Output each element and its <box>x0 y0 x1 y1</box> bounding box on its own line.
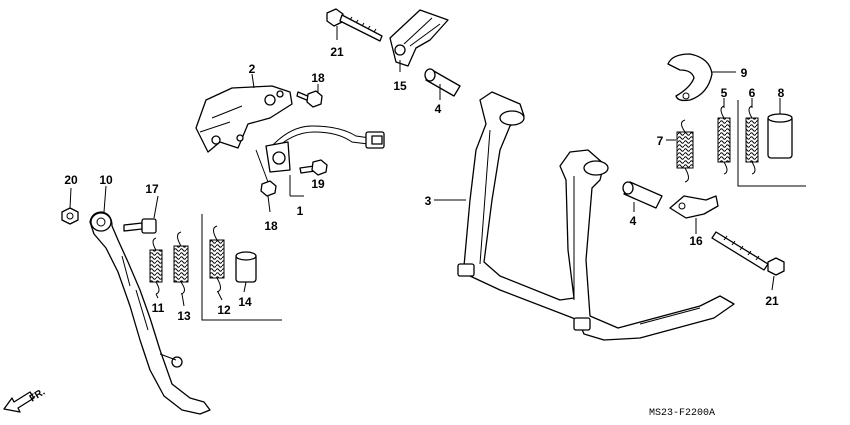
callout-10: 10 <box>99 173 113 187</box>
collar-4-upper <box>424 68 461 97</box>
group-bracket-5-6-8 <box>737 100 806 187</box>
collar-8 <box>767 113 793 159</box>
bracket-15 <box>389 9 449 67</box>
bracket-2 <box>195 85 293 153</box>
harness-1 <box>265 125 385 173</box>
callout-7: 7 <box>657 134 664 148</box>
spring-5 <box>717 105 731 175</box>
hook-9 <box>667 53 713 102</box>
callout-1: 1 <box>297 204 304 218</box>
spring-6 <box>745 105 759 175</box>
callout-2: 2 <box>249 62 256 76</box>
front-direction-arrow: FR. <box>3 387 48 413</box>
bracket-16 <box>669 195 719 219</box>
callout-4-upper: 4 <box>435 102 442 116</box>
callout-8: 8 <box>778 86 785 100</box>
collar-4-lower <box>622 181 663 209</box>
bolt-18-top <box>296 90 323 108</box>
spring-7 <box>676 119 694 183</box>
bolt-21-lower <box>711 231 785 276</box>
callout-21-top: 21 <box>330 45 344 59</box>
callout-15: 15 <box>393 79 407 93</box>
nut-20 <box>61 207 79 225</box>
collar-14 <box>235 251 257 283</box>
group-bracket-12-14 <box>201 214 282 321</box>
bolt-18-lower <box>255 149 277 197</box>
callout-5: 5 <box>721 86 728 100</box>
callout-17: 17 <box>145 182 159 196</box>
bolt-21-top <box>326 8 383 42</box>
callout-4-lower: 4 <box>630 214 637 228</box>
side-stand-10 <box>89 211 211 415</box>
spring-13 <box>173 231 189 295</box>
callout-20: 20 <box>64 173 78 187</box>
spring-12 <box>209 225 225 293</box>
spring-11 <box>149 237 163 295</box>
main-stand-3 <box>457 91 735 341</box>
callout-14: 14 <box>238 295 252 309</box>
callout-6: 6 <box>749 86 756 100</box>
callout-3: 3 <box>425 194 432 208</box>
callout-13: 13 <box>177 309 191 323</box>
callout-16: 16 <box>689 234 703 248</box>
bolt-19 <box>299 159 328 176</box>
callout-18-top: 18 <box>311 71 325 85</box>
direction-label: FR. <box>28 387 48 405</box>
diagram-code: MS23-F2200A <box>649 408 715 419</box>
callout-labels: 1 2 3 4 4 5 6 7 8 9 10 11 12 13 14 15 16… <box>64 45 784 323</box>
leader-lines <box>69 26 781 307</box>
callout-18-lower: 18 <box>264 219 278 233</box>
callout-11: 11 <box>152 301 165 315</box>
callout-19: 19 <box>311 177 325 191</box>
bolt-17 <box>123 218 157 234</box>
callout-12: 12 <box>217 303 231 317</box>
callout-9: 9 <box>741 66 748 80</box>
callout-21-lower: 21 <box>765 294 779 308</box>
